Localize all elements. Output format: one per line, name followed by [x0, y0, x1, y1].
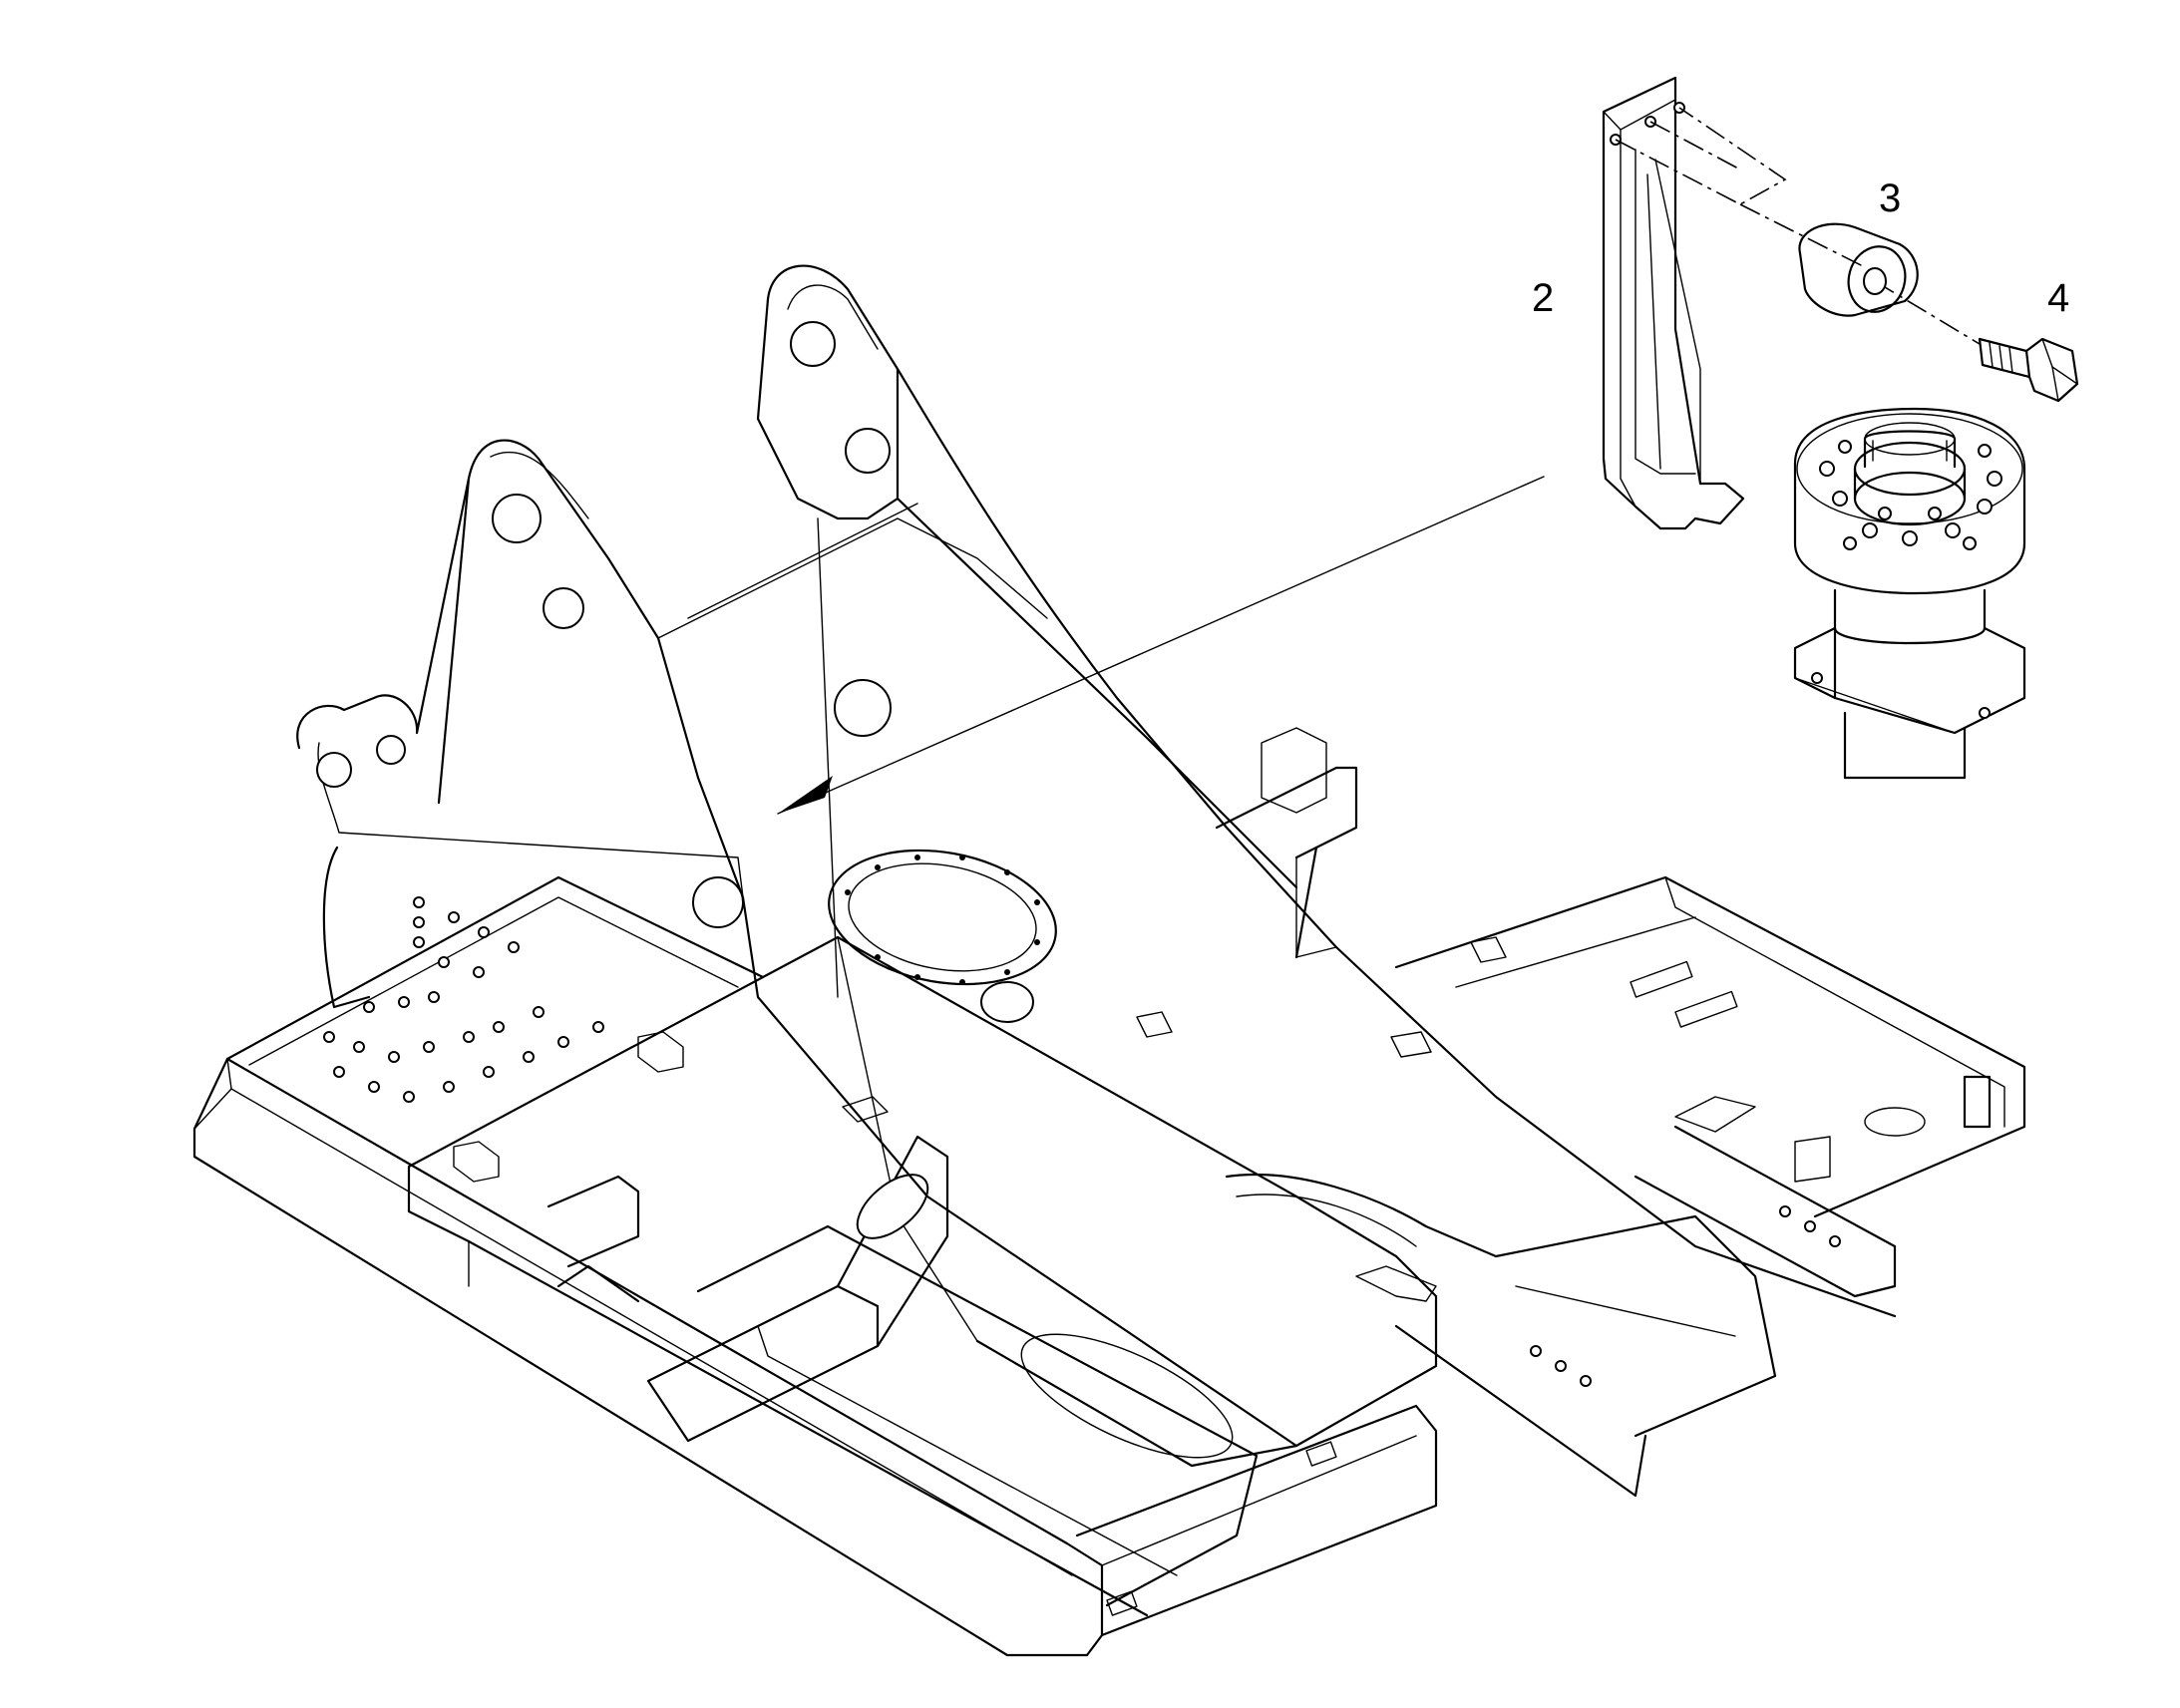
assembly-lines — [1615, 107, 1981, 345]
main-frame — [192, 264, 2026, 1657]
callout-2: 2 — [1532, 276, 1554, 320]
hex-bolt — [1978, 337, 2079, 403]
platform-holes — [323, 896, 604, 1103]
callout-4: 4 — [2047, 276, 2069, 320]
bearing-bolt-holes — [845, 854, 1040, 985]
leader-arrow — [777, 476, 1545, 815]
lug-blocks — [453, 727, 1831, 1302]
motor-flange-holes — [1819, 440, 2002, 550]
spacer-bushing — [1798, 222, 1919, 317]
mounting-bracket — [1602, 76, 1745, 530]
swing-motor — [1793, 407, 2026, 780]
callout-3: 3 — [1879, 176, 1901, 220]
